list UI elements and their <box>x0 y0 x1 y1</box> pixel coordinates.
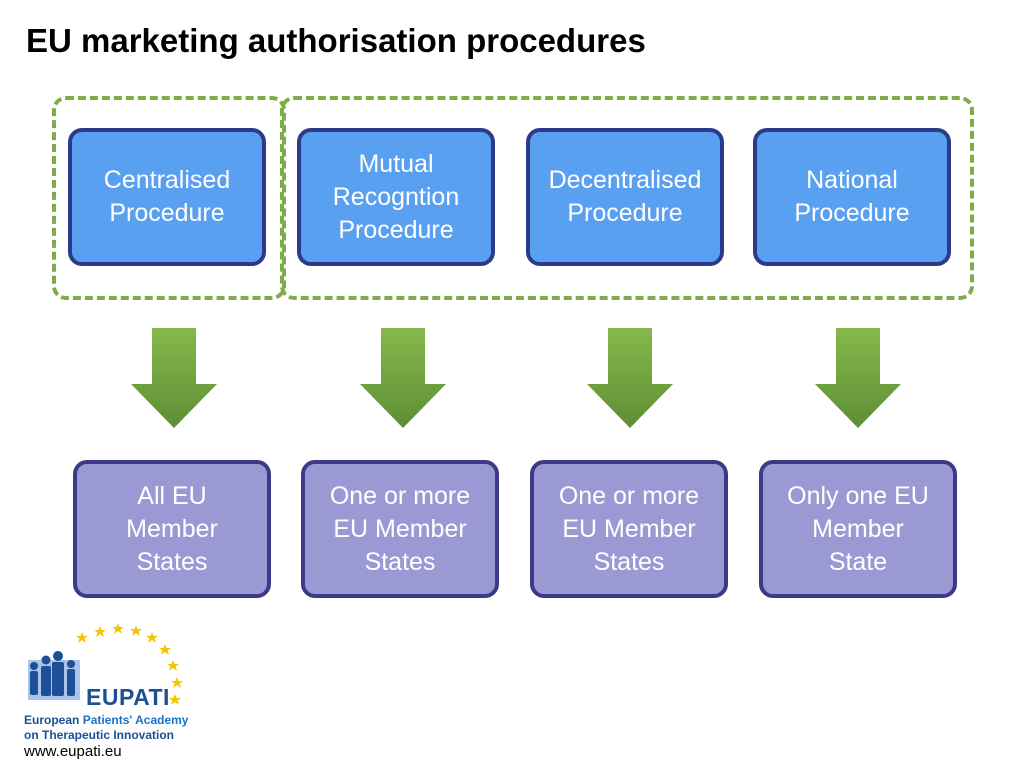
star-ring-icon <box>76 623 183 705</box>
logo-url: www.eupati.eu <box>24 743 122 760</box>
down-arrow-icon <box>815 328 901 428</box>
procedure-centralised: Centralised Procedure <box>68 128 266 266</box>
other-procedures-group-outline <box>280 96 974 300</box>
result-all-member-states: All EU Member States <box>73 460 271 598</box>
logo-tagline-line2: on Therapeutic Innovation <box>24 728 175 742</box>
procedure-decentralised: Decentralised Procedure <box>526 128 724 266</box>
result-one-or-more-member-states: One or more EU Member States <box>530 460 728 598</box>
logo-tagline-line1: European Patients' Academy <box>24 713 189 727</box>
down-arrow-icon <box>587 328 673 428</box>
result-one-or-more-member-states: One or more EU Member States <box>301 460 499 598</box>
procedure-mutual-recognition: Mutual Recogntion Procedure <box>297 128 495 266</box>
procedure-national: National Procedure <box>753 128 951 266</box>
logo-brand-text: EUPATI <box>86 684 170 710</box>
down-arrow-icon <box>131 328 217 428</box>
page-title: EU marketing authorisation procedures <box>26 22 646 59</box>
down-arrow-icon <box>360 328 446 428</box>
result-only-one-member-state: Only one EU Member State <box>759 460 957 598</box>
eupati-logo <box>28 623 183 705</box>
centralised-group-outline <box>52 96 286 300</box>
people-silhouettes-icon <box>28 651 80 700</box>
